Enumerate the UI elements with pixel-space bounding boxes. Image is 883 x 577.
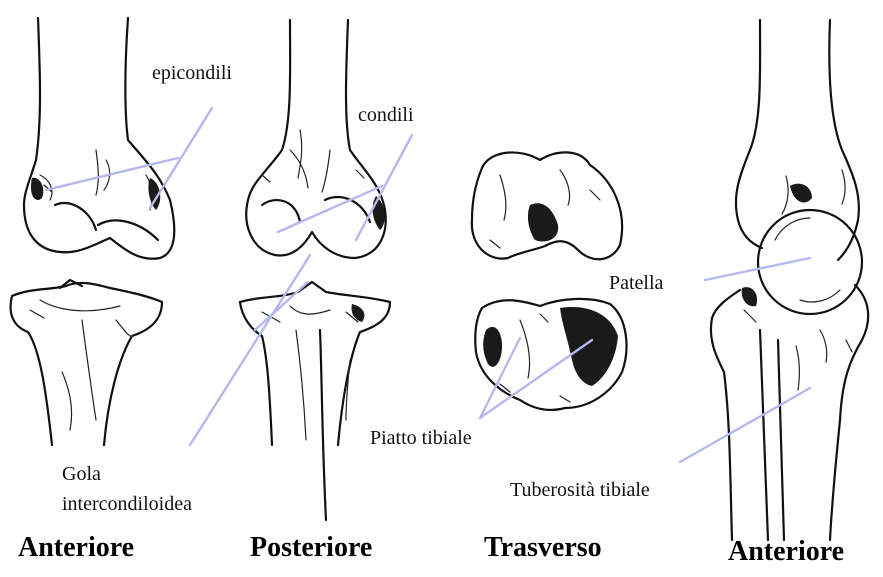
view-title-trasverso: Trasverso — [484, 532, 602, 564]
transverse-femur-drawing — [472, 152, 622, 259]
label-patella: Patella — [609, 272, 663, 295]
view-title-anteriore-right: Anteriore — [728, 536, 844, 568]
leader-gola-2 — [255, 282, 308, 330]
label-gola-line1: Gola — [62, 463, 101, 486]
transverse-tibia-drawing — [475, 299, 626, 410]
label-tuberosita-tibiale: Tuberosità tibiale — [510, 479, 650, 502]
leader-condili-1 — [356, 135, 412, 240]
anterior-knee-drawing — [711, 20, 868, 540]
label-condili: condili — [358, 104, 414, 127]
label-epicondili: epicondili — [152, 62, 232, 85]
leader-gola-1 — [190, 255, 310, 445]
label-gola-line2: intercondiloidea — [62, 493, 192, 516]
leader-epicondili-2 — [46, 158, 178, 190]
view-title-posteriore: Posteriore — [250, 532, 372, 564]
view-title-anteriore-left: Anteriore — [18, 532, 134, 564]
anterior-tibia-drawing — [11, 280, 162, 445]
anterior-femur-drawing — [24, 18, 174, 259]
posterior-tibia-drawing — [240, 282, 390, 520]
leader-lines — [46, 108, 810, 462]
label-piatto-tibiale: Piatto tibiale — [370, 427, 472, 450]
leader-tuberosita — [680, 388, 810, 462]
leader-epicondili-1 — [150, 108, 212, 208]
